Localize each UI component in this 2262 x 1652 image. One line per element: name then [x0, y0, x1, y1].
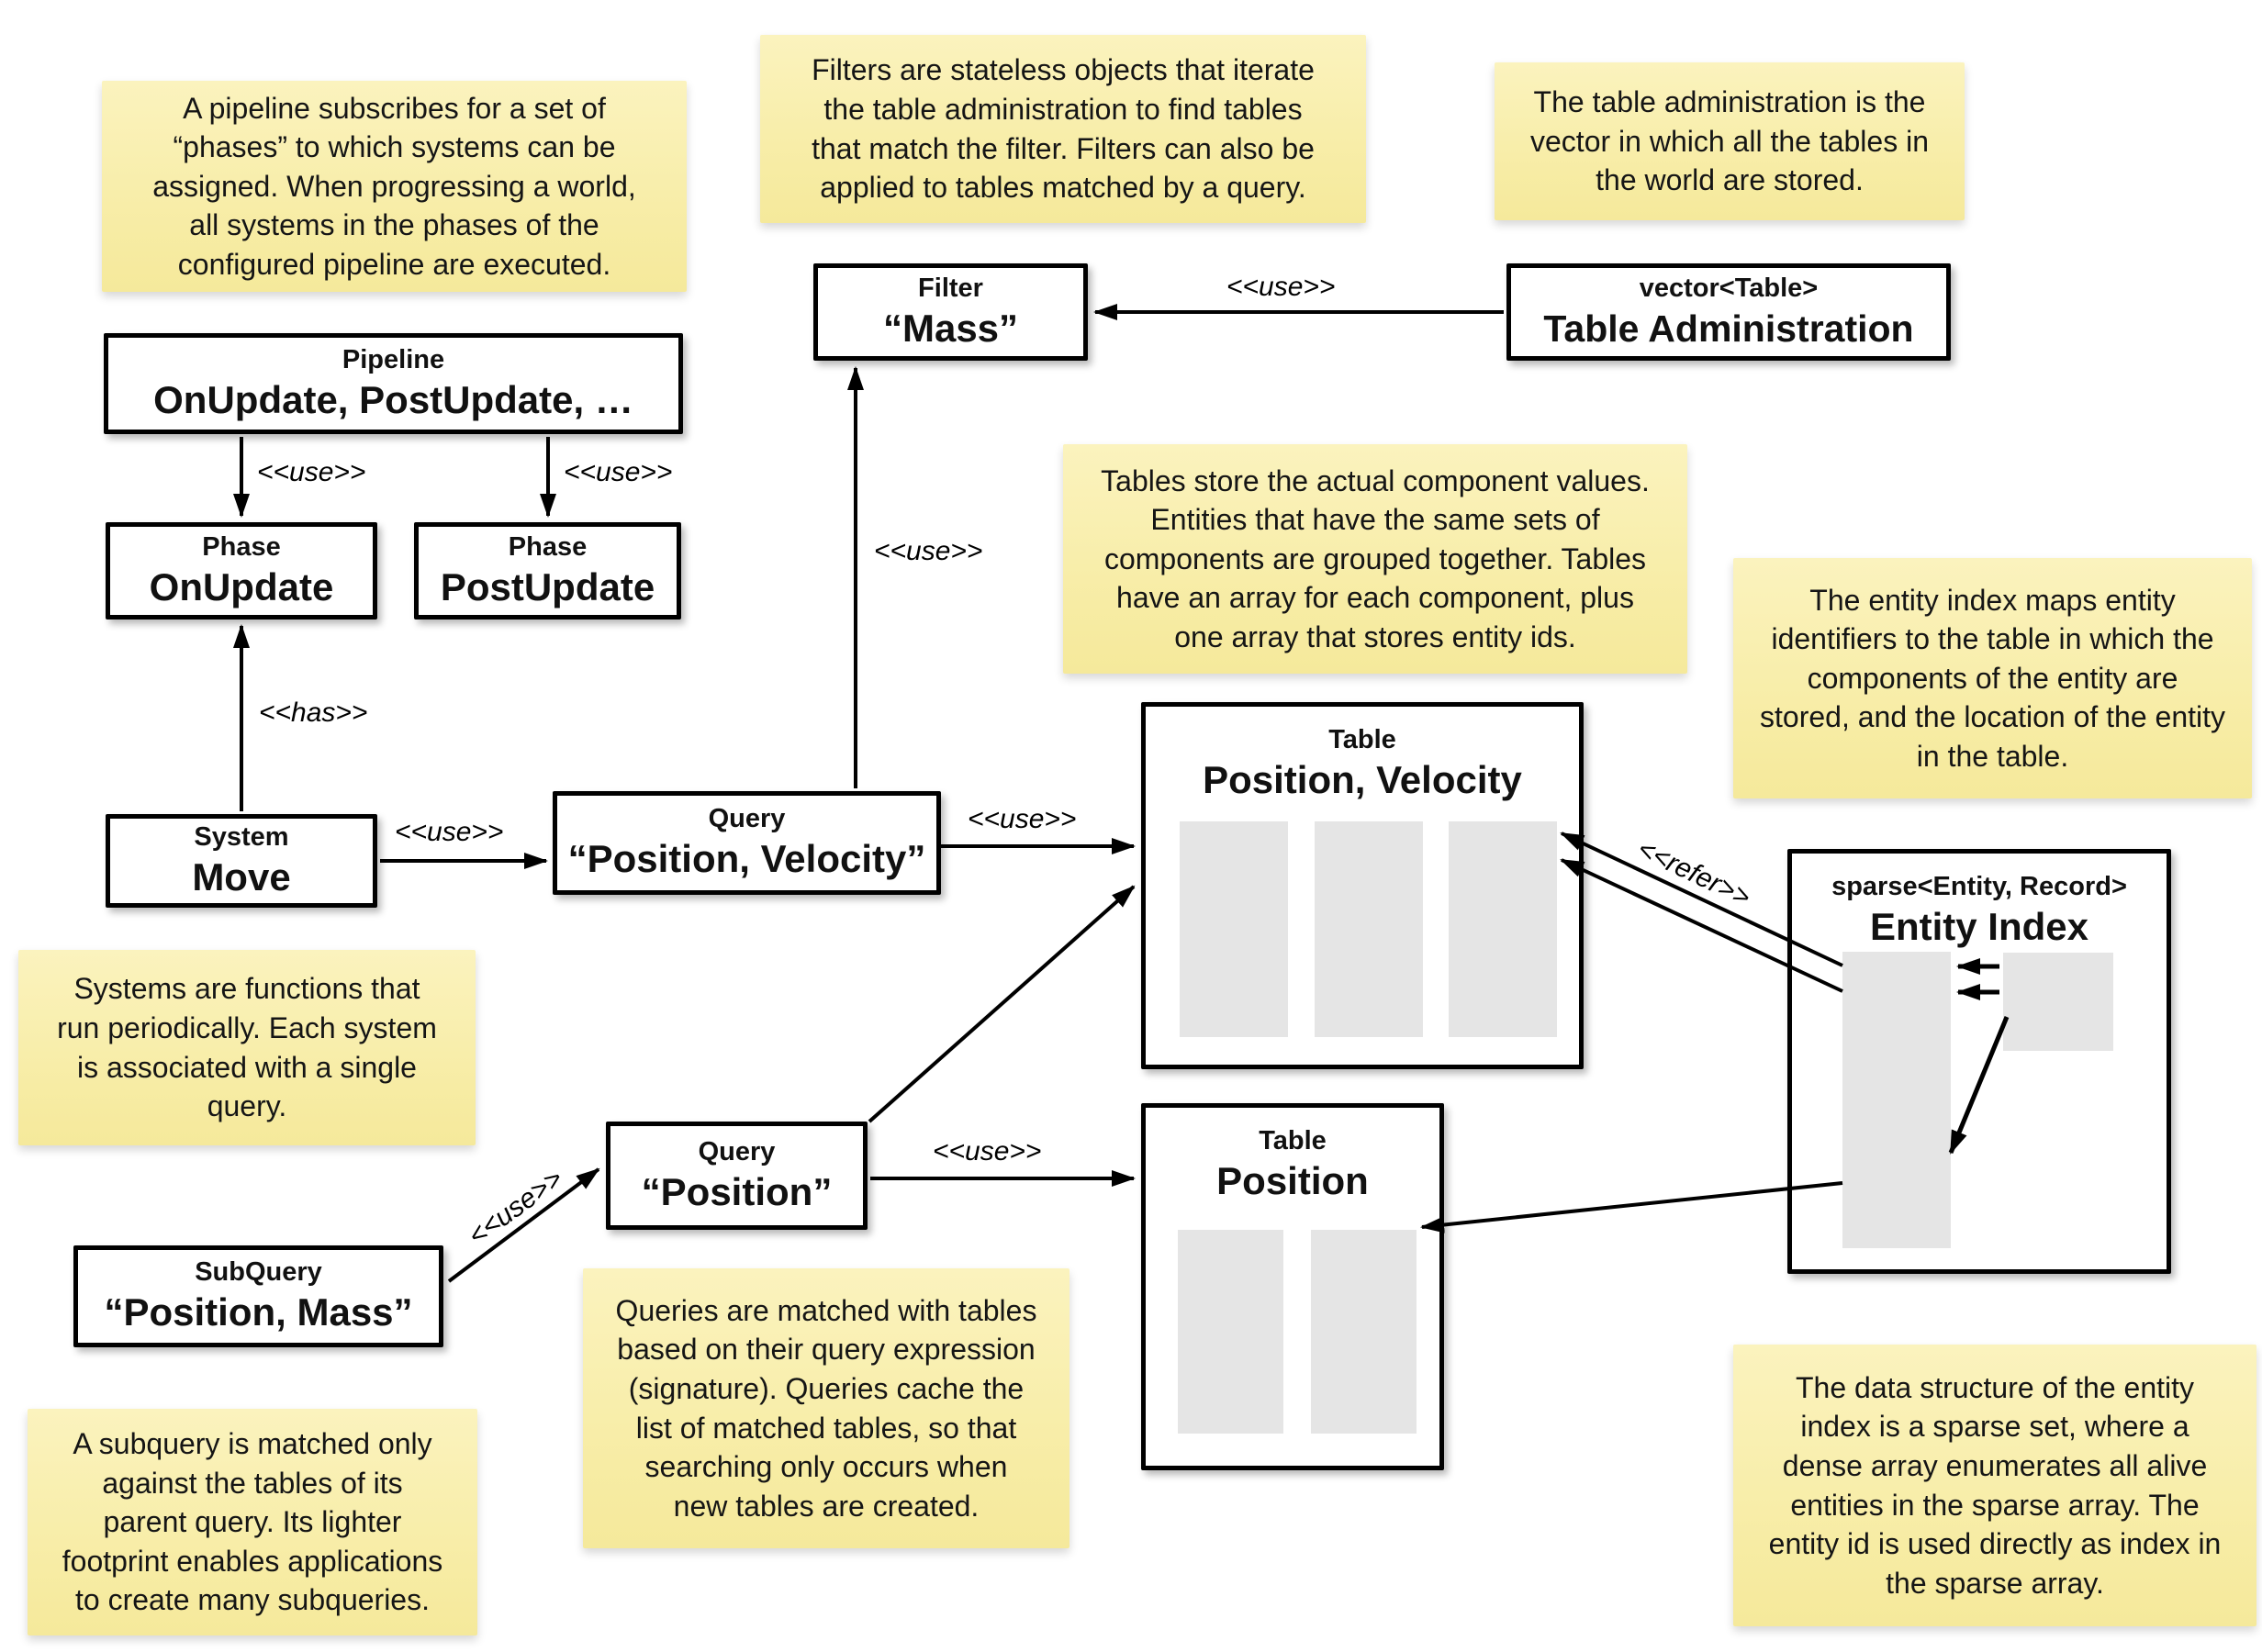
- node-query-position-velocity: Query “Position, Velocity”: [553, 791, 941, 895]
- node-phase-postupdate: Phase PostUpdate: [414, 522, 681, 620]
- table-position-title: Table: [1259, 1126, 1327, 1155]
- query-position-velocity-value: “Position, Velocity”: [567, 837, 926, 881]
- node-phase-onupdate: Phase OnUpdate: [106, 522, 377, 620]
- label-use-pipeline-onupdate: <<use>>: [257, 457, 366, 487]
- query-position-value: “Position”: [641, 1169, 833, 1213]
- phase-postupdate-value: PostUpdate: [440, 564, 655, 608]
- filter-value: “Mass”: [882, 306, 1019, 350]
- label-has-system-phase: <<has>>: [259, 698, 368, 728]
- position-array-1: [1178, 1230, 1283, 1434]
- node-pipeline: Pipeline OnUpdate, PostUpdate, …: [104, 333, 683, 434]
- filter-title: Filter: [918, 273, 983, 303]
- subquery-value: “Position, Mass”: [104, 1290, 413, 1334]
- query-position-velocity-title: Query: [708, 804, 786, 834]
- note-table-admin: The table administration is the vector i…: [1495, 62, 1965, 220]
- label-refer-entityindex-tablepv: <<refer>>: [1632, 833, 1755, 913]
- query-position-title: Query: [698, 1136, 776, 1166]
- label-use-pipeline-postupdate: <<use>>: [564, 457, 673, 487]
- note-filters: Filters are stateless objects that itera…: [760, 35, 1366, 223]
- phase-onupdate-value: OnUpdate: [149, 564, 334, 608]
- label-use-querypv-tablepv: <<use>>: [968, 804, 1077, 834]
- label-use-system-query: <<use>>: [395, 817, 504, 847]
- label-use-querypos-tablepos: <<use>>: [933, 1136, 1042, 1166]
- edge-entityindex-to-tablepos: [1420, 1181, 1843, 1233]
- node-table-administration: vector<Table> Table Administration: [1506, 263, 1951, 361]
- note-queries: Queries are matched with tables based on…: [583, 1268, 1069, 1548]
- pipeline-value: OnUpdate, PostUpdate, …: [153, 377, 633, 421]
- note-entity-index: The entity index maps entity identifiers…: [1733, 558, 2252, 798]
- node-system-move: System Move: [106, 814, 377, 908]
- node-query-position: Query “Position”: [606, 1122, 868, 1230]
- note-pipeline: A pipeline subscribes for a set of “phas…: [102, 81, 687, 292]
- phase-postupdate-title: Phase: [508, 531, 588, 562]
- edge-querypos-to-tablepv: [868, 885, 1136, 1123]
- label-use-query-filter: <<use>>: [874, 536, 983, 566]
- entity-index-title: sparse<Entity, Record>: [1831, 872, 2127, 901]
- node-subquery: SubQuery “Position, Mass”: [73, 1245, 443, 1347]
- system-move-title: System: [194, 821, 289, 852]
- sparse-array: [1842, 952, 1951, 1248]
- label-use-tableadmin-filter: <<use>>: [1226, 272, 1336, 302]
- position-array-2: [1311, 1230, 1417, 1434]
- table-position-velocity-value: Position, Velocity: [1203, 758, 1522, 802]
- note-subquery: A subquery is matched only against the t…: [28, 1409, 477, 1635]
- node-entity-index: sparse<Entity, Record> Entity Index: [1787, 849, 2171, 1274]
- table-position-value: Position: [1216, 1159, 1369, 1203]
- node-table-position: Table Position: [1141, 1103, 1444, 1470]
- dense-array: [2003, 953, 2113, 1051]
- table-administration-title: vector<Table>: [1639, 273, 1819, 304]
- node-table-position-velocity: Table Position, Velocity: [1141, 702, 1584, 1069]
- note-systems: Systems are functions that run periodica…: [18, 950, 476, 1145]
- table-position-velocity-title: Table: [1328, 725, 1396, 754]
- pipeline-title: Pipeline: [342, 344, 445, 374]
- note-entity-index-data: The data structure of the entity index i…: [1733, 1345, 2256, 1626]
- node-filter: Filter “Mass”: [813, 263, 1088, 361]
- subquery-title: SubQuery: [195, 1257, 322, 1288]
- label-use-subquery-querypos: <<use>>: [463, 1163, 569, 1252]
- phase-onupdate-title: Phase: [202, 531, 281, 562]
- component-array-3: [1449, 821, 1557, 1037]
- table-administration-value: Table Administration: [1543, 307, 1914, 350]
- entity-index-value: Entity Index: [1869, 905, 2089, 949]
- component-array-2: [1315, 821, 1423, 1037]
- component-array-1: [1180, 821, 1288, 1037]
- note-tables: Tables store the actual component values…: [1063, 444, 1687, 674]
- system-move-value: Move: [192, 854, 291, 899]
